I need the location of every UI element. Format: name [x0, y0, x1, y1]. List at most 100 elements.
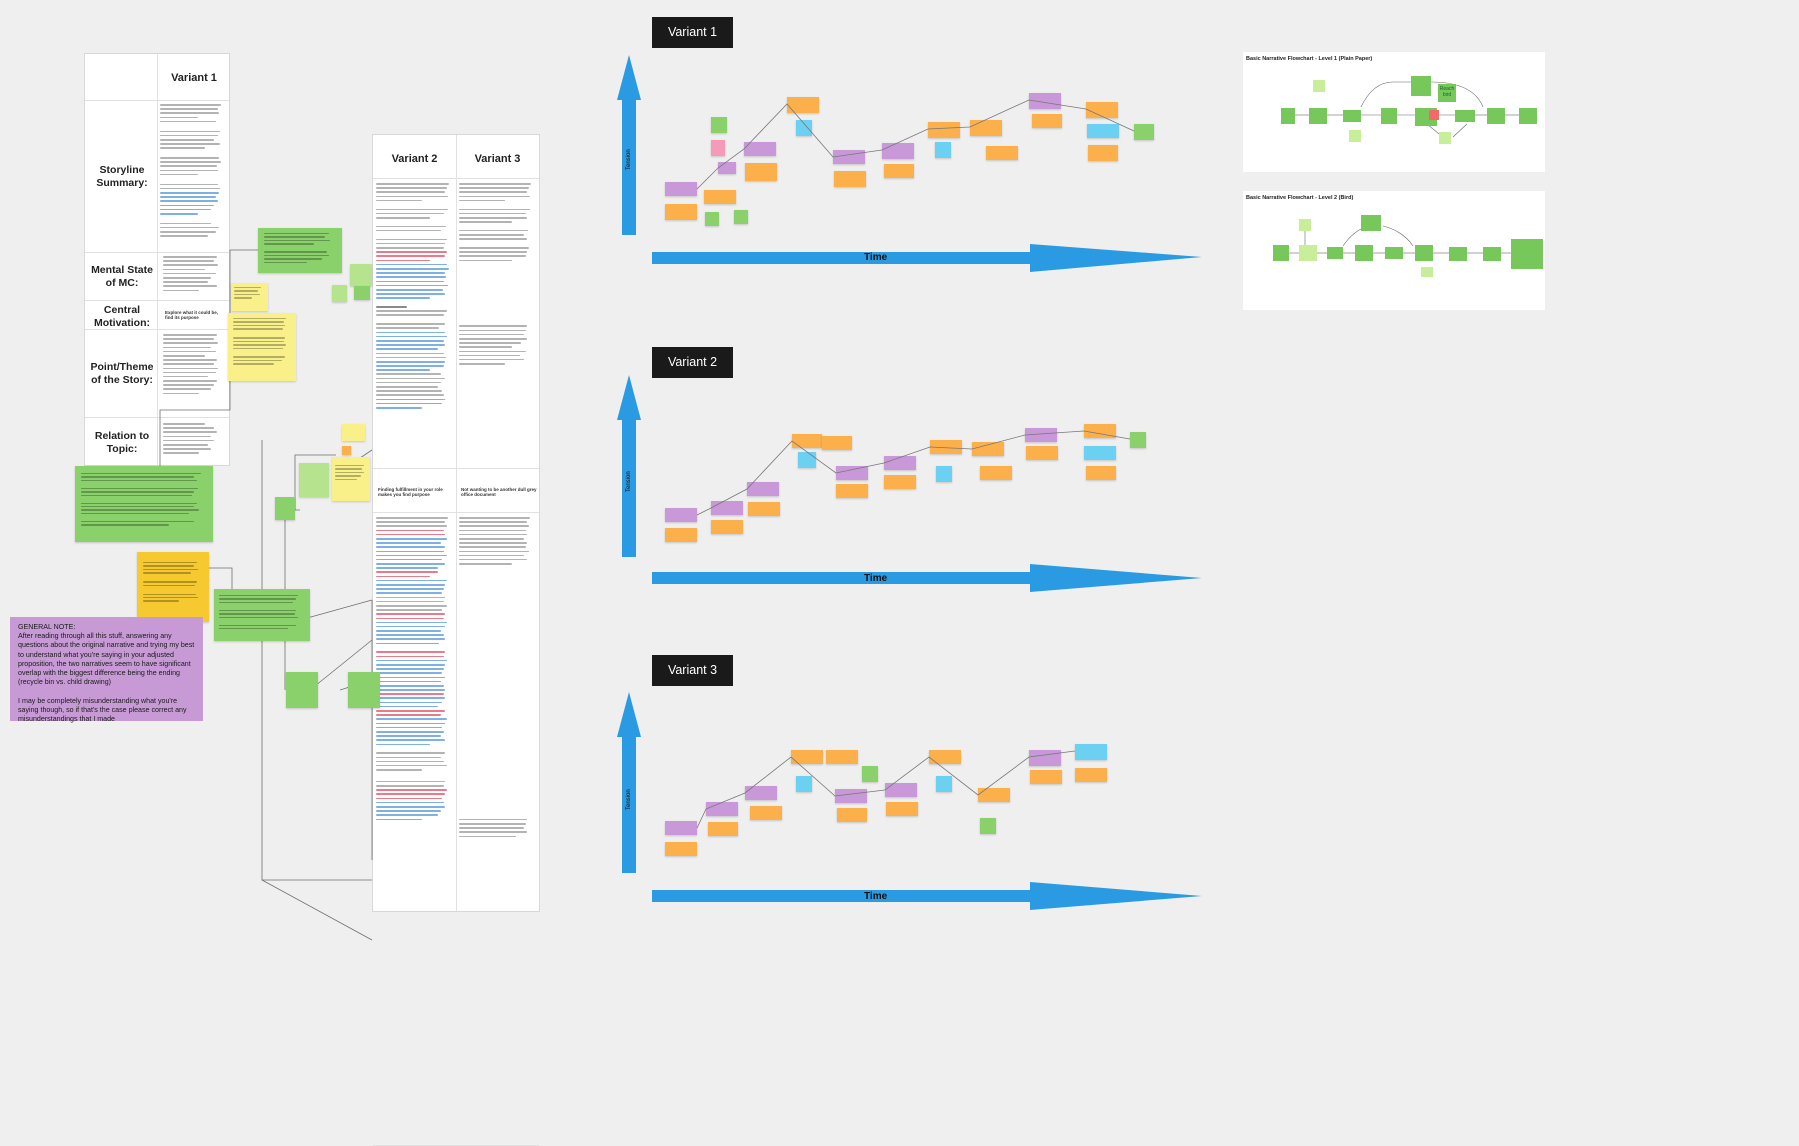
- row-label-theme: Point/Theme of the Story:: [90, 361, 154, 386]
- variant2-header: Variant 2: [391, 153, 438, 165]
- timeline-sticky-note: [930, 440, 962, 454]
- timeline-sticky-note: [970, 120, 1002, 136]
- timeline-sticky-note: [884, 475, 916, 489]
- flowchart-panel-level2: Basic Narrative Flowchart - Level 2 (Bir…: [1243, 191, 1545, 310]
- timeline-sticky-note: [665, 204, 697, 220]
- timeline-sticky-note: [822, 436, 852, 450]
- sticky-note: [75, 466, 213, 542]
- timeline-sticky-note: [711, 501, 743, 515]
- timeline-sticky-note: [708, 822, 738, 836]
- row-label-mental-state: Mental State of MC:: [91, 264, 153, 289]
- timeline-sticky-note: [711, 117, 727, 133]
- timeline-sticky-note: [1030, 770, 1062, 784]
- timeline-sticky-note: [1134, 124, 1154, 140]
- timeline-sticky-note: [1086, 466, 1116, 480]
- variant3-finding-text: Not wanting to be another dull grey offi…: [461, 487, 537, 497]
- variant2-3-table: Variant 2 Variant 3 Finding fulfillment …: [372, 134, 540, 1146]
- flowchart-edges: [1293, 81, 1519, 138]
- timeline-sticky-note: [1029, 93, 1061, 109]
- timeline-sticky-note: [711, 140, 725, 156]
- timeline-sticky-note: [1032, 114, 1062, 128]
- timeline-sticky-note: [734, 210, 748, 224]
- flowchart-edges: [1289, 225, 1511, 254]
- time-axis-label: Time: [864, 252, 888, 263]
- timeline-sticky-note: [936, 466, 952, 482]
- timeline-sticky-note: [1130, 432, 1146, 448]
- sticky-note: [332, 285, 347, 302]
- timeline-sticky-note: [980, 466, 1012, 480]
- variant3-header: Variant 3: [474, 153, 521, 165]
- sticky-note: [137, 552, 209, 622]
- sticky-note: [332, 457, 370, 501]
- row-label-storyline: Storyline Summary:: [96, 164, 148, 189]
- tension-axis-label: Tension: [626, 471, 632, 492]
- timeline-sticky-note: [1075, 768, 1107, 782]
- general-note: GENERAL NOTE: After reading through all …: [10, 617, 203, 723]
- tension-axis-label: Tension: [626, 149, 632, 170]
- timeline-sticky-note: [835, 789, 867, 803]
- timeline-sticky-note: [792, 434, 822, 448]
- time-axis-arrow: [652, 244, 1202, 272]
- sticky-note: [228, 313, 296, 381]
- timeline-sticky-note: [706, 802, 738, 816]
- sticky-note: [258, 228, 342, 273]
- sticky-note: [214, 589, 310, 641]
- timeline-sticky-note: [833, 150, 865, 164]
- timeline-sticky-note: [986, 146, 1018, 160]
- row-label-topic: Relation to Topic:: [94, 430, 150, 455]
- time-axis-label: Time: [864, 573, 888, 584]
- time-axis-arrow: [652, 882, 1202, 910]
- timeline-sticky-note: [798, 452, 816, 468]
- sticky-note: [286, 672, 318, 708]
- timeline-sticky-note: [1029, 750, 1061, 766]
- timeline-sticky-note: [704, 190, 736, 204]
- sticky-note: [275, 497, 295, 520]
- tension-axis-arrow: [617, 55, 641, 235]
- variant3-title: Variant 3: [652, 655, 733, 686]
- timeline-sticky-note: [796, 776, 812, 792]
- tension-axis-arrow: [617, 375, 641, 557]
- variant1-table: Variant 1 Storyline Summary: Mental Stat…: [84, 53, 230, 466]
- timeline-sticky-note: [837, 808, 867, 822]
- timeline-sticky-note: [1084, 424, 1116, 438]
- flowchart-panel-level1: Basic Narrative Flowchart - Level 1 (Pla…: [1243, 52, 1545, 172]
- timeline-sticky-note: [796, 120, 812, 136]
- reach-bird-node: Reach bird: [1438, 84, 1456, 102]
- timeline-sticky-note: [1084, 446, 1116, 460]
- timeline-sticky-note: [665, 842, 697, 856]
- timeline-sticky-note: [748, 502, 780, 516]
- timeline-sticky-note: [836, 484, 868, 498]
- sticky-note: [354, 286, 370, 300]
- tension-axis-arrow: [617, 692, 641, 873]
- sticky-note: [299, 463, 329, 497]
- sticky-note: [231, 283, 268, 311]
- timeline-sticky-note: [884, 164, 914, 178]
- timeline-sticky-note: [836, 466, 868, 480]
- variant1-title: Variant 1: [652, 17, 733, 48]
- timeline-sticky-note: [791, 750, 823, 764]
- timeline-sticky-note: [936, 776, 952, 792]
- timeline-sticky-note: [972, 442, 1004, 456]
- timeline-sticky-note: [978, 788, 1010, 802]
- timeline-sticky-note: [884, 456, 916, 470]
- timeline-sticky-note: [928, 122, 960, 138]
- timeline-sticky-note: [665, 182, 697, 196]
- flowchart-title: Basic Narrative Flowchart - Level 2 (Bir…: [1246, 195, 1354, 201]
- timeline-sticky-note: [886, 802, 918, 816]
- timeline-sticky-note: [665, 528, 697, 542]
- variant2-title: Variant 2: [652, 347, 733, 378]
- sticky-note: [348, 672, 380, 708]
- timeline-sticky-note: [705, 212, 719, 226]
- timeline-sticky-note: [750, 806, 782, 820]
- sticky-note: [342, 424, 365, 441]
- sticky-note: [342, 446, 351, 455]
- flowchart-title: Basic Narrative Flowchart - Level 1 (Pla…: [1246, 56, 1373, 62]
- timeline-sticky-note: [935, 142, 951, 158]
- timeline-sticky-note: [711, 520, 743, 534]
- variant2-finding-text: Finding fulfillment in your role makes y…: [378, 487, 443, 497]
- timeline-sticky-note: [882, 143, 914, 159]
- row-label-motivation: Central Motivation:: [94, 304, 150, 329]
- timeline-sticky-note: [1087, 124, 1119, 138]
- tension-axis-label: Tension: [626, 789, 632, 810]
- time-axis-label: Time: [864, 891, 888, 902]
